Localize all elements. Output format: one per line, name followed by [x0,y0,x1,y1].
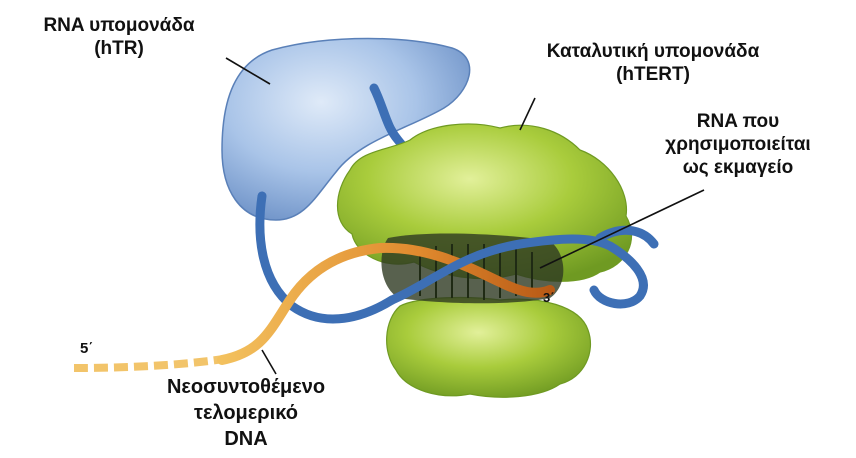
catalytic-subunit-label-line2: (hTERT) [488,63,818,86]
rna-subunit-label-line2: (hTR) [4,37,234,60]
new-dna-label: Νεοσυντοθέμενο τελομερικό DNA [128,374,364,452]
template-rna-label-line3: ως εκμαγείο [628,156,848,179]
rna-subunit-label-line1: RNA υπομονάδα [4,14,234,37]
new-dna-label-line3: DNA [128,426,364,452]
five-prime-label: 5΄ [80,340,93,357]
template-rna-label: RNA που χρησιμοποιείται ως εκμαγείο [628,110,848,179]
new-dna-label-line2: τελομερικό [128,400,364,426]
rna-subunit-label: RNA υπομονάδα (hTR) [4,14,234,60]
new-dna-dashed [74,358,230,368]
three-prime-label: 3΄ [543,290,555,305]
template-rna-label-line2: χρησιμοποιείται [628,133,848,156]
new-dna-label-line1: Νεοσυντοθέμενο [128,374,364,400]
template-rna-label-line1: RNA που [628,110,848,133]
catalytic-subunit-lower [387,298,591,398]
catalytic-subunit-label-line1: Καταλυτική υπομονάδα [488,40,818,63]
catalytic-subunit-label: Καταλυτική υπομονάδα (hTERT) [488,40,818,86]
